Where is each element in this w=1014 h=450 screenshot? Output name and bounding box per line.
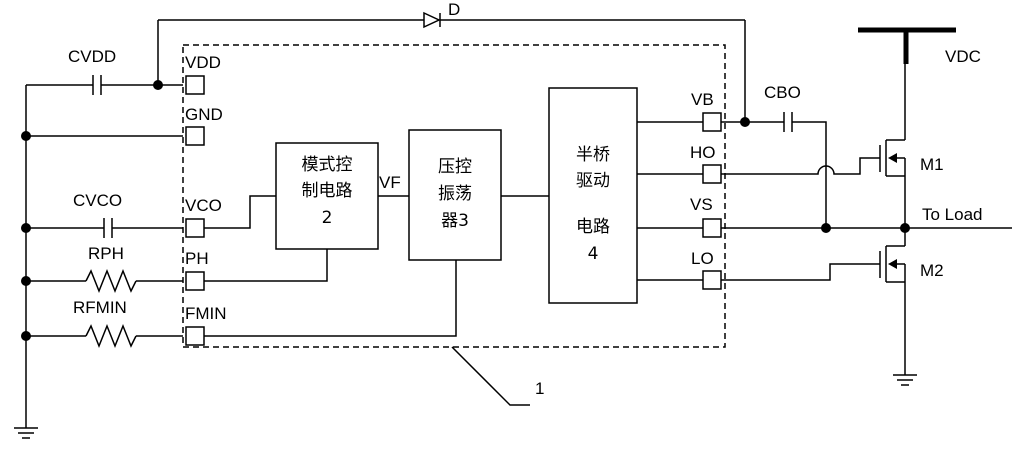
vf-label: VF (379, 173, 401, 192)
vdd-junction-dot (153, 80, 163, 90)
cbo-capacitor (783, 112, 827, 228)
cbo-label: CBO (764, 83, 801, 102)
vb-junction-dot (740, 117, 750, 127)
pin-vs (702, 218, 722, 238)
chip-number-label: 1 (535, 379, 544, 398)
pin-ho (702, 164, 722, 184)
rfmin-resistor (26, 323, 183, 349)
gnd-junction-dot (21, 131, 31, 141)
to-load-label: To Load (922, 205, 983, 224)
chip-boundary (182, 44, 726, 348)
cvco-label: CVCO (73, 191, 122, 210)
pin-label-vdd: VDD (185, 53, 221, 72)
chip-leader-line (451, 346, 530, 406)
m1-mosfet (879, 139, 906, 228)
vco-to-mode-wire (204, 195, 276, 229)
m1-label: M1 (920, 155, 944, 174)
mode-control-line3: 2 (322, 208, 333, 228)
rph-resistor (26, 268, 183, 294)
pin-ph (185, 271, 205, 291)
mode-control-block (275, 142, 379, 250)
rph-label: RPH (88, 244, 124, 263)
cvdd-label: CVDD (68, 47, 116, 66)
diode-label: D (448, 0, 460, 19)
vco-junction-dot (21, 223, 31, 233)
mode-control-line2: 制电路 (302, 181, 353, 201)
pin-lo (702, 270, 722, 290)
cvco-capacitor (26, 218, 183, 238)
vco-line1: 压控 (438, 157, 472, 177)
diode-d (158, 11, 746, 122)
pin-label-ph: PH (185, 249, 209, 268)
m2-label: M2 (920, 261, 944, 280)
ho-wire (721, 157, 880, 175)
half-bridge-driver-block (548, 87, 638, 304)
pin-vco (185, 218, 205, 238)
pin-gnd (185, 126, 205, 146)
pin-vb (702, 112, 722, 132)
lo-wire (721, 263, 880, 281)
rfmin-label: RFMIN (73, 298, 127, 317)
pin-label-lo: LO (691, 249, 714, 268)
half-bridge-line1: 半桥 (576, 145, 610, 165)
cvdd-capacitor (26, 75, 158, 95)
pin-label-ho: HO (690, 143, 716, 162)
ph-junction-dot (21, 276, 31, 286)
ph-to-mode-wire (204, 249, 328, 282)
vco-line2: 振荡 (438, 184, 472, 204)
vco-block (408, 129, 502, 261)
vco-line3: 器3 (441, 211, 469, 231)
vs-junction-dot-cbo (821, 223, 831, 233)
pin-label-vb: VB (691, 90, 714, 109)
pin-vdd (185, 75, 205, 95)
half-bridge-line3: 电路 (576, 217, 610, 237)
half-bridge-line2: 驱动 (576, 171, 610, 191)
mode-control-line1: 模式控 (302, 155, 353, 175)
pin-label-vco: VCO (185, 196, 222, 215)
half-bridge-line4: 4 (588, 244, 599, 264)
vdc-label: VDC (945, 47, 981, 66)
pin-label-fmin: FMIN (185, 304, 227, 323)
right-ground-symbol (893, 374, 917, 386)
pin-label-vs: VS (690, 195, 713, 214)
fmin-junction-dot (21, 331, 31, 341)
pin-fmin (185, 326, 205, 346)
fmin-to-vco-wire (204, 260, 457, 337)
pin-label-gnd: GND (185, 105, 223, 124)
m2-mosfet (879, 228, 906, 375)
left-ground-symbol (14, 427, 38, 439)
